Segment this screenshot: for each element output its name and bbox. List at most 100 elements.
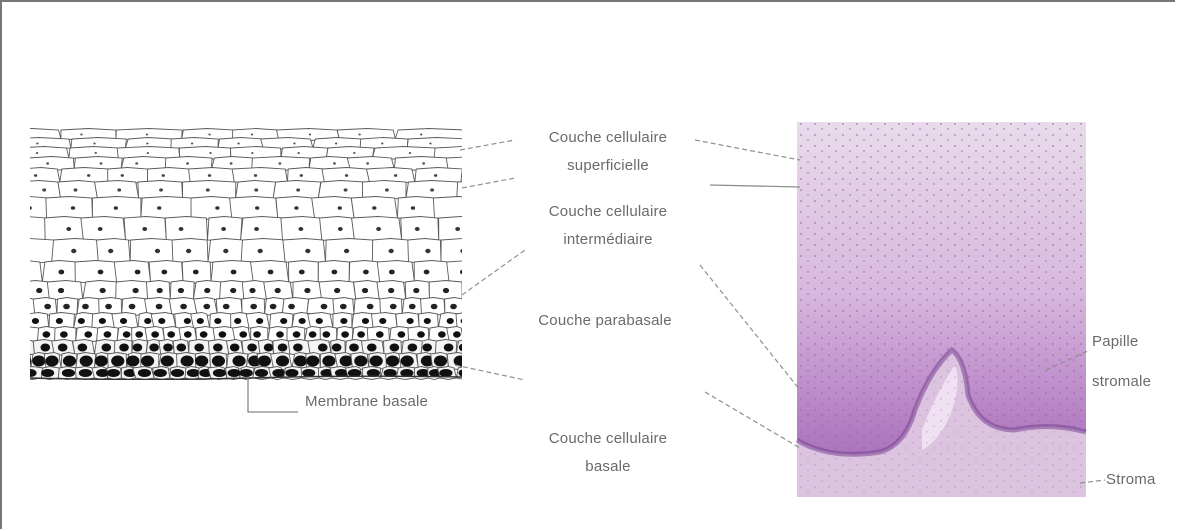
cell-nucleus — [376, 331, 384, 337]
cell-nucleus — [270, 304, 277, 310]
cell-nucleus — [299, 318, 306, 324]
cell-nucleus — [401, 356, 414, 367]
label-line: superficielle — [508, 152, 708, 180]
cell-nucleus — [215, 206, 219, 210]
label-line: intermédiaire — [508, 226, 708, 254]
cell-nucleus — [71, 206, 75, 210]
epithelial-cell — [377, 261, 414, 284]
cell-nucleus — [79, 369, 92, 377]
cell-nucleus — [197, 318, 204, 324]
cell-nucleus — [193, 270, 199, 275]
label-line: basale — [508, 453, 708, 481]
epithelial-cell — [75, 261, 117, 284]
epithelial-cell — [16, 181, 61, 200]
cell-nucleus — [332, 344, 342, 352]
cell-nucleus — [288, 304, 295, 310]
epithelial-cell — [397, 197, 435, 220]
cell-nucleus — [16, 344, 26, 352]
cell-nucleus — [155, 249, 160, 253]
cell-nucleus — [237, 143, 239, 145]
cell-nucleus — [20, 331, 28, 337]
cell-nucleus — [36, 288, 42, 293]
epithelial-cell — [165, 217, 207, 242]
cell-nucleus — [422, 162, 425, 164]
epithelial-cell — [6, 239, 54, 264]
cell-nucleus — [98, 270, 104, 275]
cell-nucleus — [358, 134, 360, 136]
cell-nucleus — [345, 174, 348, 177]
epithelial-cell — [130, 239, 173, 264]
cell-nucleus — [230, 288, 236, 293]
cell-nucleus — [417, 331, 425, 337]
epithelial-cell — [439, 217, 484, 242]
epithelial-cell — [241, 239, 286, 264]
cell-nucleus — [98, 227, 103, 231]
cell-nucleus — [459, 344, 469, 352]
cell-nucleus — [232, 356, 245, 367]
cell-nucleus — [251, 152, 253, 154]
cell-nucleus — [388, 288, 394, 293]
label-basal-layer: Couche cellulaire basale — [508, 425, 708, 481]
epithelial-cell — [457, 181, 513, 200]
cell-nucleus — [434, 174, 437, 177]
cell-nucleus — [357, 331, 365, 337]
cell-nucleus — [223, 304, 230, 310]
cell-nucleus — [180, 304, 187, 310]
cell-nucleus — [366, 162, 369, 164]
cell-nucleus — [133, 344, 143, 352]
cell-nucleus — [58, 270, 64, 275]
cell-nucleus — [146, 134, 148, 136]
cell-nucleus — [462, 152, 464, 154]
cell-nucleus — [268, 270, 274, 275]
cell-nucleus — [191, 143, 193, 145]
cell-nucleus — [95, 356, 108, 367]
cell-nucleus — [278, 162, 281, 164]
cell-nucleus — [213, 369, 226, 377]
cell-nucleus — [344, 188, 348, 191]
cell-nucleus — [123, 331, 131, 337]
cell-nucleus — [258, 249, 263, 253]
epithelial-cell — [45, 217, 84, 242]
cell-nucleus — [104, 331, 112, 337]
cell-nucleus — [272, 369, 285, 377]
cell-nucleus — [129, 304, 136, 310]
label-line: Couche parabasale — [490, 307, 720, 335]
cell-nucleus — [58, 344, 68, 352]
cell-nucleus — [258, 356, 271, 367]
cell-nucleus — [455, 227, 460, 231]
cell-nucleus — [162, 174, 165, 177]
cell-nucleus — [293, 344, 303, 352]
cell-nucleus — [214, 318, 221, 324]
cell-nucleus — [135, 331, 143, 337]
cell-nucleus — [151, 331, 159, 337]
label-intermediate-layer: Couche cellulaire intermédiaire — [508, 198, 708, 254]
cell-nucleus — [322, 331, 330, 337]
cell-nucleus — [460, 270, 466, 275]
cell-nucleus — [204, 288, 210, 293]
cell-nucleus — [93, 143, 95, 145]
cell-nucleus — [254, 188, 258, 191]
epithelial-cell — [7, 261, 43, 284]
cell-nucleus — [385, 188, 389, 191]
cell-nucleus — [362, 318, 369, 324]
cell-nucleus — [240, 369, 253, 377]
cell-nucleus — [200, 331, 208, 337]
cell-nucleus — [181, 356, 194, 367]
cell-nucleus — [141, 356, 154, 367]
cell-nucleus — [424, 318, 431, 324]
cell-nucleus — [302, 369, 315, 377]
cell-nucleus — [335, 143, 337, 145]
cell-nucleus — [117, 188, 121, 191]
cell-nucleus — [338, 227, 343, 231]
cell-nucleus — [63, 304, 70, 310]
cell-nucleus — [254, 174, 257, 177]
cell-nucleus — [178, 288, 184, 293]
cell-nucleus — [25, 249, 30, 253]
cell-nucleus — [19, 227, 24, 231]
cell-nucleus — [27, 206, 31, 210]
cell-nucleus — [429, 143, 431, 145]
cell-nucleus — [157, 206, 161, 210]
cell-nucleus — [126, 356, 139, 367]
cell-nucleus — [251, 134, 253, 136]
cell-nucleus — [87, 174, 90, 177]
